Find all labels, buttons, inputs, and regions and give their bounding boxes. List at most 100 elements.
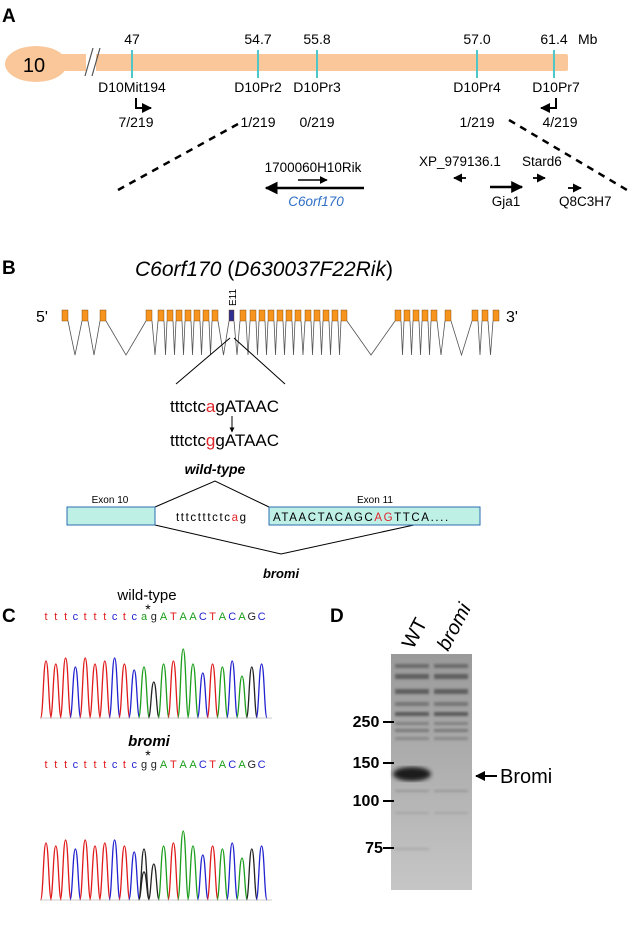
base-call: c	[131, 611, 137, 623]
base-call: g	[151, 759, 157, 771]
mw-marker-100: 100	[353, 793, 380, 810]
marker-pos-57-0: 57.0	[463, 31, 490, 47]
gene-structure-title: C6orf170 (D630037F22Rik)	[135, 258, 393, 281]
intron-connector	[400, 320, 405, 356]
chromatogram-wt-trace	[39, 648, 272, 719]
intron-connector	[291, 320, 296, 356]
exon-11-box-label: Exon 11	[357, 495, 393, 506]
ratio-d10mit194: 7/219	[118, 114, 153, 130]
trace-peak	[245, 666, 258, 719]
exon	[481, 309, 489, 322]
base-call: A	[180, 611, 188, 623]
trace-peak	[147, 863, 160, 901]
bromi-band	[393, 767, 431, 781]
base-call: A	[238, 759, 246, 771]
intron-connector	[282, 320, 287, 356]
base-call: a	[141, 611, 148, 623]
trace-peak	[177, 830, 190, 901]
base-call: C	[199, 611, 207, 623]
exon	[331, 309, 339, 322]
intron-connector	[233, 320, 241, 356]
exon	[175, 309, 183, 322]
bromi-band-label: Bromi	[500, 766, 552, 788]
mw-marker-150: 150	[353, 755, 380, 772]
exon	[193, 309, 201, 322]
base-call: T	[170, 611, 177, 623]
base-call: A	[219, 759, 227, 771]
marker-name-d10pr2: D10Pr2	[234, 79, 282, 95]
trace-peak	[79, 839, 92, 901]
exon	[421, 309, 429, 322]
gene-1700060h10rik: 1700060H10Rik	[265, 160, 362, 175]
trace-peak	[157, 663, 170, 719]
western-blot	[391, 654, 472, 890]
exon	[202, 309, 210, 322]
intron-connector	[87, 320, 101, 356]
intron-connector	[487, 320, 494, 356]
base-call: t	[103, 759, 106, 771]
gene-gja1: Gja1	[492, 194, 521, 209]
chromatogram-bromi-star: *	[145, 747, 151, 763]
exon	[403, 309, 411, 322]
exon-10-box	[66, 506, 156, 526]
chromosome-number: 10	[23, 55, 45, 77]
intron-connector	[245, 320, 251, 356]
trace-peak	[196, 672, 209, 719]
base-call: A	[219, 611, 227, 623]
base-call: t	[93, 759, 96, 771]
ratio-d10pr7: 4/219	[542, 114, 577, 130]
base-call: G	[248, 759, 257, 771]
chromatogram-bromi-trace	[39, 830, 272, 901]
intron-connector	[477, 320, 483, 356]
intron-connector	[255, 320, 260, 356]
intron-connector	[346, 320, 396, 356]
base-call: c	[131, 759, 137, 771]
trace-peak	[235, 857, 249, 901]
trace-peak-secondary	[137, 871, 151, 901]
trace-peak	[226, 842, 239, 901]
bromi-splice-label: bromi	[263, 566, 300, 581]
base-call: T	[209, 611, 216, 623]
base-call: T	[209, 759, 216, 771]
exon	[285, 309, 293, 322]
exon	[81, 309, 89, 322]
chromosome-bar	[60, 54, 568, 71]
zoom-line-right	[508, 118, 628, 192]
base-call: T	[170, 759, 177, 771]
base-call: t	[64, 611, 67, 623]
intron-connector	[264, 320, 269, 356]
trace-peak	[177, 648, 190, 719]
sequence-wild-type: tttctcagATAAC	[170, 397, 279, 416]
exon	[166, 309, 174, 322]
exon	[99, 309, 107, 322]
exon	[394, 309, 402, 322]
exon	[294, 309, 302, 322]
exon	[430, 309, 438, 322]
base-call: c	[73, 611, 79, 623]
trace-peak	[98, 842, 111, 901]
intron-connector	[337, 320, 342, 356]
trace-peak	[69, 666, 82, 719]
trace-peak	[39, 660, 53, 719]
trace-peak	[206, 845, 219, 901]
trace-peak	[49, 845, 62, 901]
left-bent-arrow	[135, 98, 152, 113]
ratio-d10pr4: 1/219	[459, 114, 494, 130]
trace-peak	[39, 842, 53, 901]
intron-connector	[310, 320, 315, 356]
exon	[211, 309, 219, 322]
trace-peak	[196, 854, 209, 901]
right-bent-arrow	[540, 98, 557, 113]
trace-peak	[49, 663, 62, 719]
trace-peak	[216, 666, 229, 719]
gene-c6orf170: C6orf170	[288, 194, 344, 209]
trace-peak	[167, 660, 180, 719]
exon-11-sequence: ATAACTACAGCAGTTCA....	[273, 512, 450, 524]
exon	[444, 309, 452, 322]
exon	[184, 309, 192, 322]
base-call: t	[84, 759, 87, 771]
trace-peak	[186, 845, 200, 901]
exon	[239, 309, 247, 322]
sequence-mutant: tttctcggATAAC	[170, 431, 279, 450]
